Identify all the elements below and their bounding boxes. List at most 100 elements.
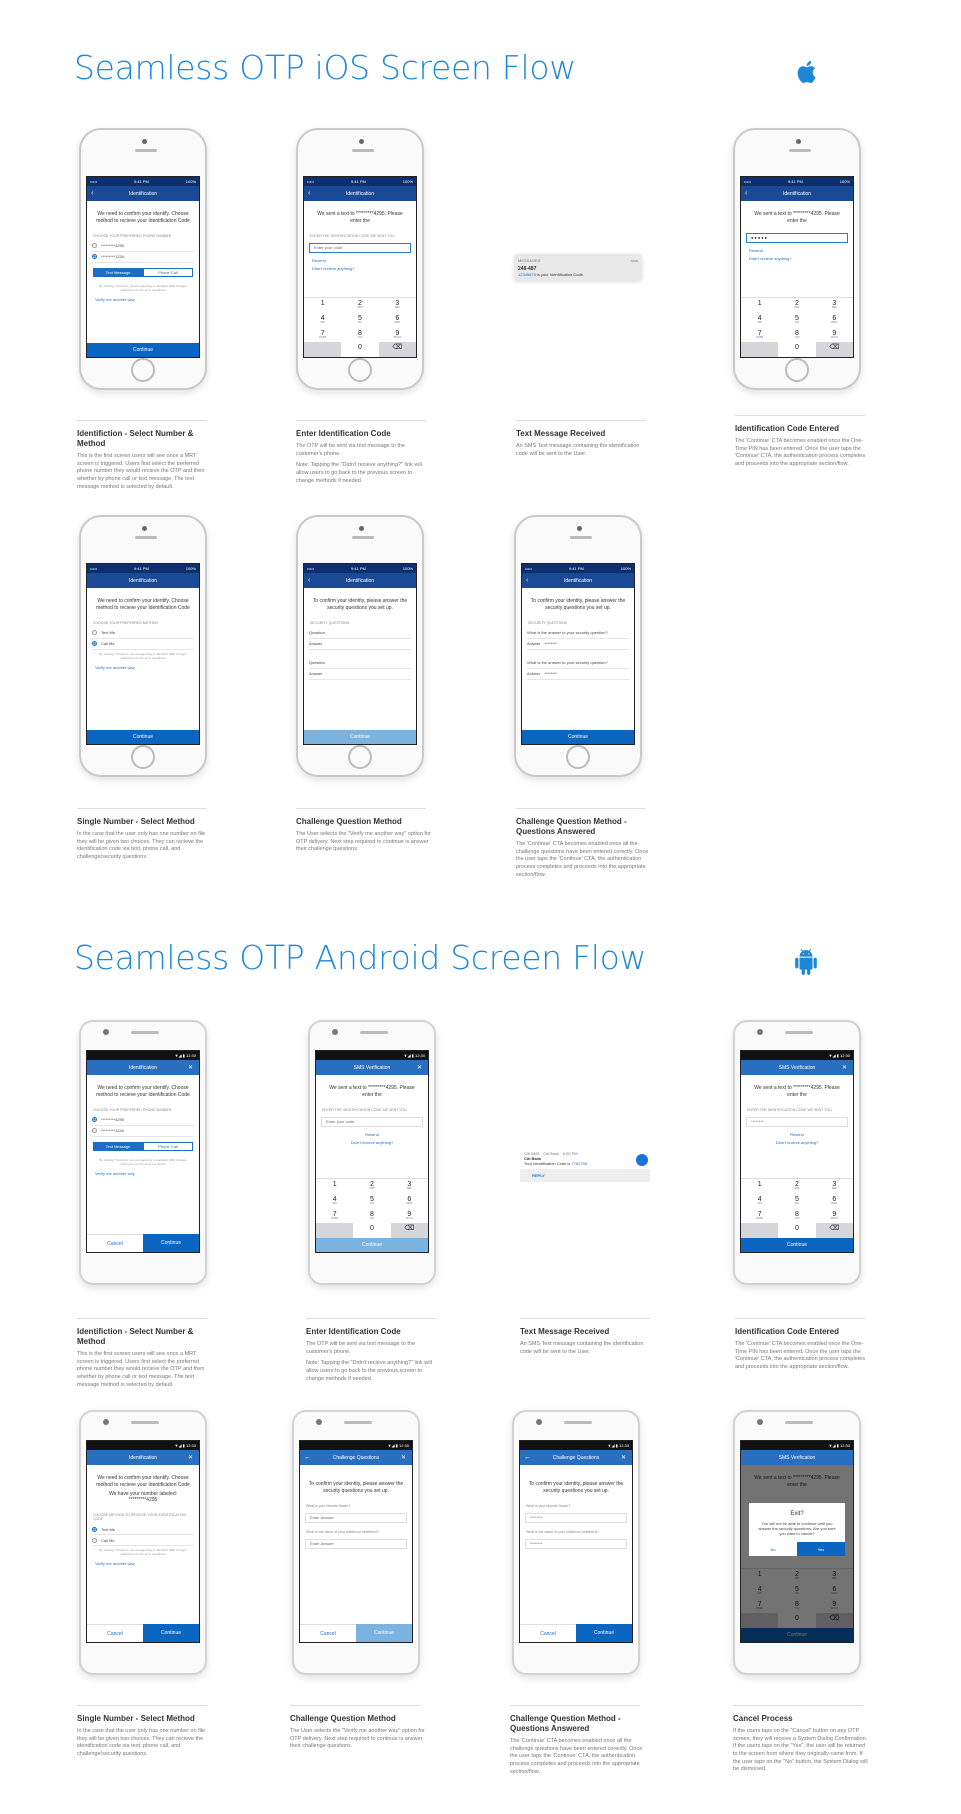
resend-link[interactable]: Resend	[312, 257, 326, 263]
keypad-key[interactable]	[316, 1223, 354, 1238]
answer-row[interactable]: Answer	[309, 669, 411, 680]
close-icon[interactable]: ✕	[400, 1455, 406, 1461]
phone-option-2[interactable]: *********1234	[92, 252, 194, 263]
close-icon[interactable]: ✕	[416, 1065, 422, 1071]
code-input[interactable]: ********	[746, 1116, 848, 1127]
radio-icon[interactable]	[92, 243, 97, 248]
cancel-button[interactable]: Cancel	[520, 1624, 576, 1642]
phone-option-1[interactable]: *********4295	[92, 1115, 194, 1126]
verify-another-link[interactable]: Verify me another way	[95, 1561, 135, 1566]
answer-input[interactable]: ********	[525, 1538, 627, 1549]
call-me-option[interactable]: Call Me	[92, 639, 194, 650]
radio-icon[interactable]	[92, 1537, 97, 1543]
back-icon[interactable]: ‹	[308, 577, 311, 584]
keypad-key[interactable]: 1	[757, 300, 762, 307]
cancel-button[interactable]: Cancel	[300, 1624, 356, 1642]
method-toggle[interactable]: Text Message Phone Call	[93, 267, 193, 277]
back-arrow-icon[interactable]: ←	[304, 1454, 311, 1461]
yes-button[interactable]: Yes	[797, 1542, 845, 1556]
continue-button[interactable]: Continue	[143, 1624, 199, 1642]
didnt-receive-link[interactable]: Didn't recieve anything?	[312, 265, 355, 271]
close-icon[interactable]: ✕	[187, 1455, 193, 1461]
keypad-key[interactable]: 0	[358, 344, 362, 352]
call-me-option[interactable]: Call Me	[92, 1535, 194, 1546]
keypad-key[interactable]	[304, 342, 342, 357]
phone-option-1[interactable]: *********4295	[92, 241, 194, 252]
radio-icon[interactable]	[92, 641, 97, 646]
text-me-option[interactable]: Text Me	[92, 1524, 194, 1535]
keypad-key[interactable]: 0	[370, 1225, 374, 1233]
keypad-key[interactable]: 0	[795, 344, 799, 352]
method-toggle[interactable]: Text Message Phone Call	[93, 1141, 193, 1151]
answer-input[interactable]: Enter Answer	[305, 1538, 407, 1549]
phone-call-option[interactable]: Phone Call	[143, 267, 193, 277]
continue-button[interactable]: Continue	[316, 1238, 428, 1252]
radio-icon[interactable]	[92, 1526, 97, 1532]
backspace-icon[interactable]: ⌫	[378, 342, 416, 357]
close-icon[interactable]: ✕	[620, 1455, 626, 1461]
continue-button[interactable]: Continue	[143, 1234, 199, 1252]
back-icon[interactable]: ‹	[745, 190, 748, 197]
question-row[interactable]: Question	[309, 658, 411, 669]
question-row[interactable]: Question	[309, 628, 411, 639]
back-icon[interactable]: ‹	[526, 577, 529, 584]
keypad-key[interactable]: 1	[757, 1181, 762, 1188]
close-icon[interactable]: ✕	[841, 1065, 847, 1071]
backspace-icon[interactable]: ⌫	[815, 1223, 853, 1238]
resend-link[interactable]: Resend	[365, 1131, 379, 1137]
cancel-button[interactable]: Cancel	[87, 1234, 143, 1252]
text-message-option[interactable]: Text Message	[93, 267, 143, 277]
close-icon[interactable]: ✕	[187, 1065, 193, 1071]
didnt-receive-link[interactable]: Didn't recieve anything?	[775, 1139, 819, 1145]
radio-icon[interactable]	[92, 630, 97, 635]
answer-row[interactable]: Answer********	[527, 669, 629, 680]
continue-button[interactable]: Continue	[87, 343, 199, 357]
answer-row[interactable]: Answer	[309, 639, 411, 650]
text-me-option[interactable]: Text Me	[92, 628, 194, 639]
radio-icon[interactable]	[92, 1117, 97, 1122]
answer-input[interactable]: ********	[525, 1512, 627, 1523]
keypad-key[interactable]	[741, 1223, 779, 1238]
keypad-key[interactable]: 1	[332, 1181, 337, 1188]
continue-button[interactable]: Continue	[304, 730, 416, 744]
answer-input[interactable]: Enter Answer	[305, 1512, 407, 1523]
radio-icon[interactable]	[92, 1128, 97, 1133]
answer-row[interactable]: Answer********	[527, 639, 629, 650]
phone-option-2[interactable]: *********1234	[92, 1126, 194, 1137]
keypad-key[interactable]: 1	[320, 300, 325, 307]
keypad-key[interactable]: 0	[795, 1225, 799, 1233]
code-input[interactable]: Enter your code	[309, 242, 411, 253]
verify-another-link[interactable]: Verify me another way	[95, 296, 135, 302]
resend-link[interactable]: Resend	[790, 1131, 804, 1137]
cancel-button[interactable]: Cancel	[87, 1624, 143, 1642]
keypad-key[interactable]	[741, 342, 779, 357]
verify-another-link[interactable]: Verify me another way	[95, 1170, 135, 1176]
didnt-receive-link[interactable]: Didn't recieve anything?	[749, 255, 792, 261]
phone-call-option[interactable]: Phone Call	[143, 1141, 193, 1151]
